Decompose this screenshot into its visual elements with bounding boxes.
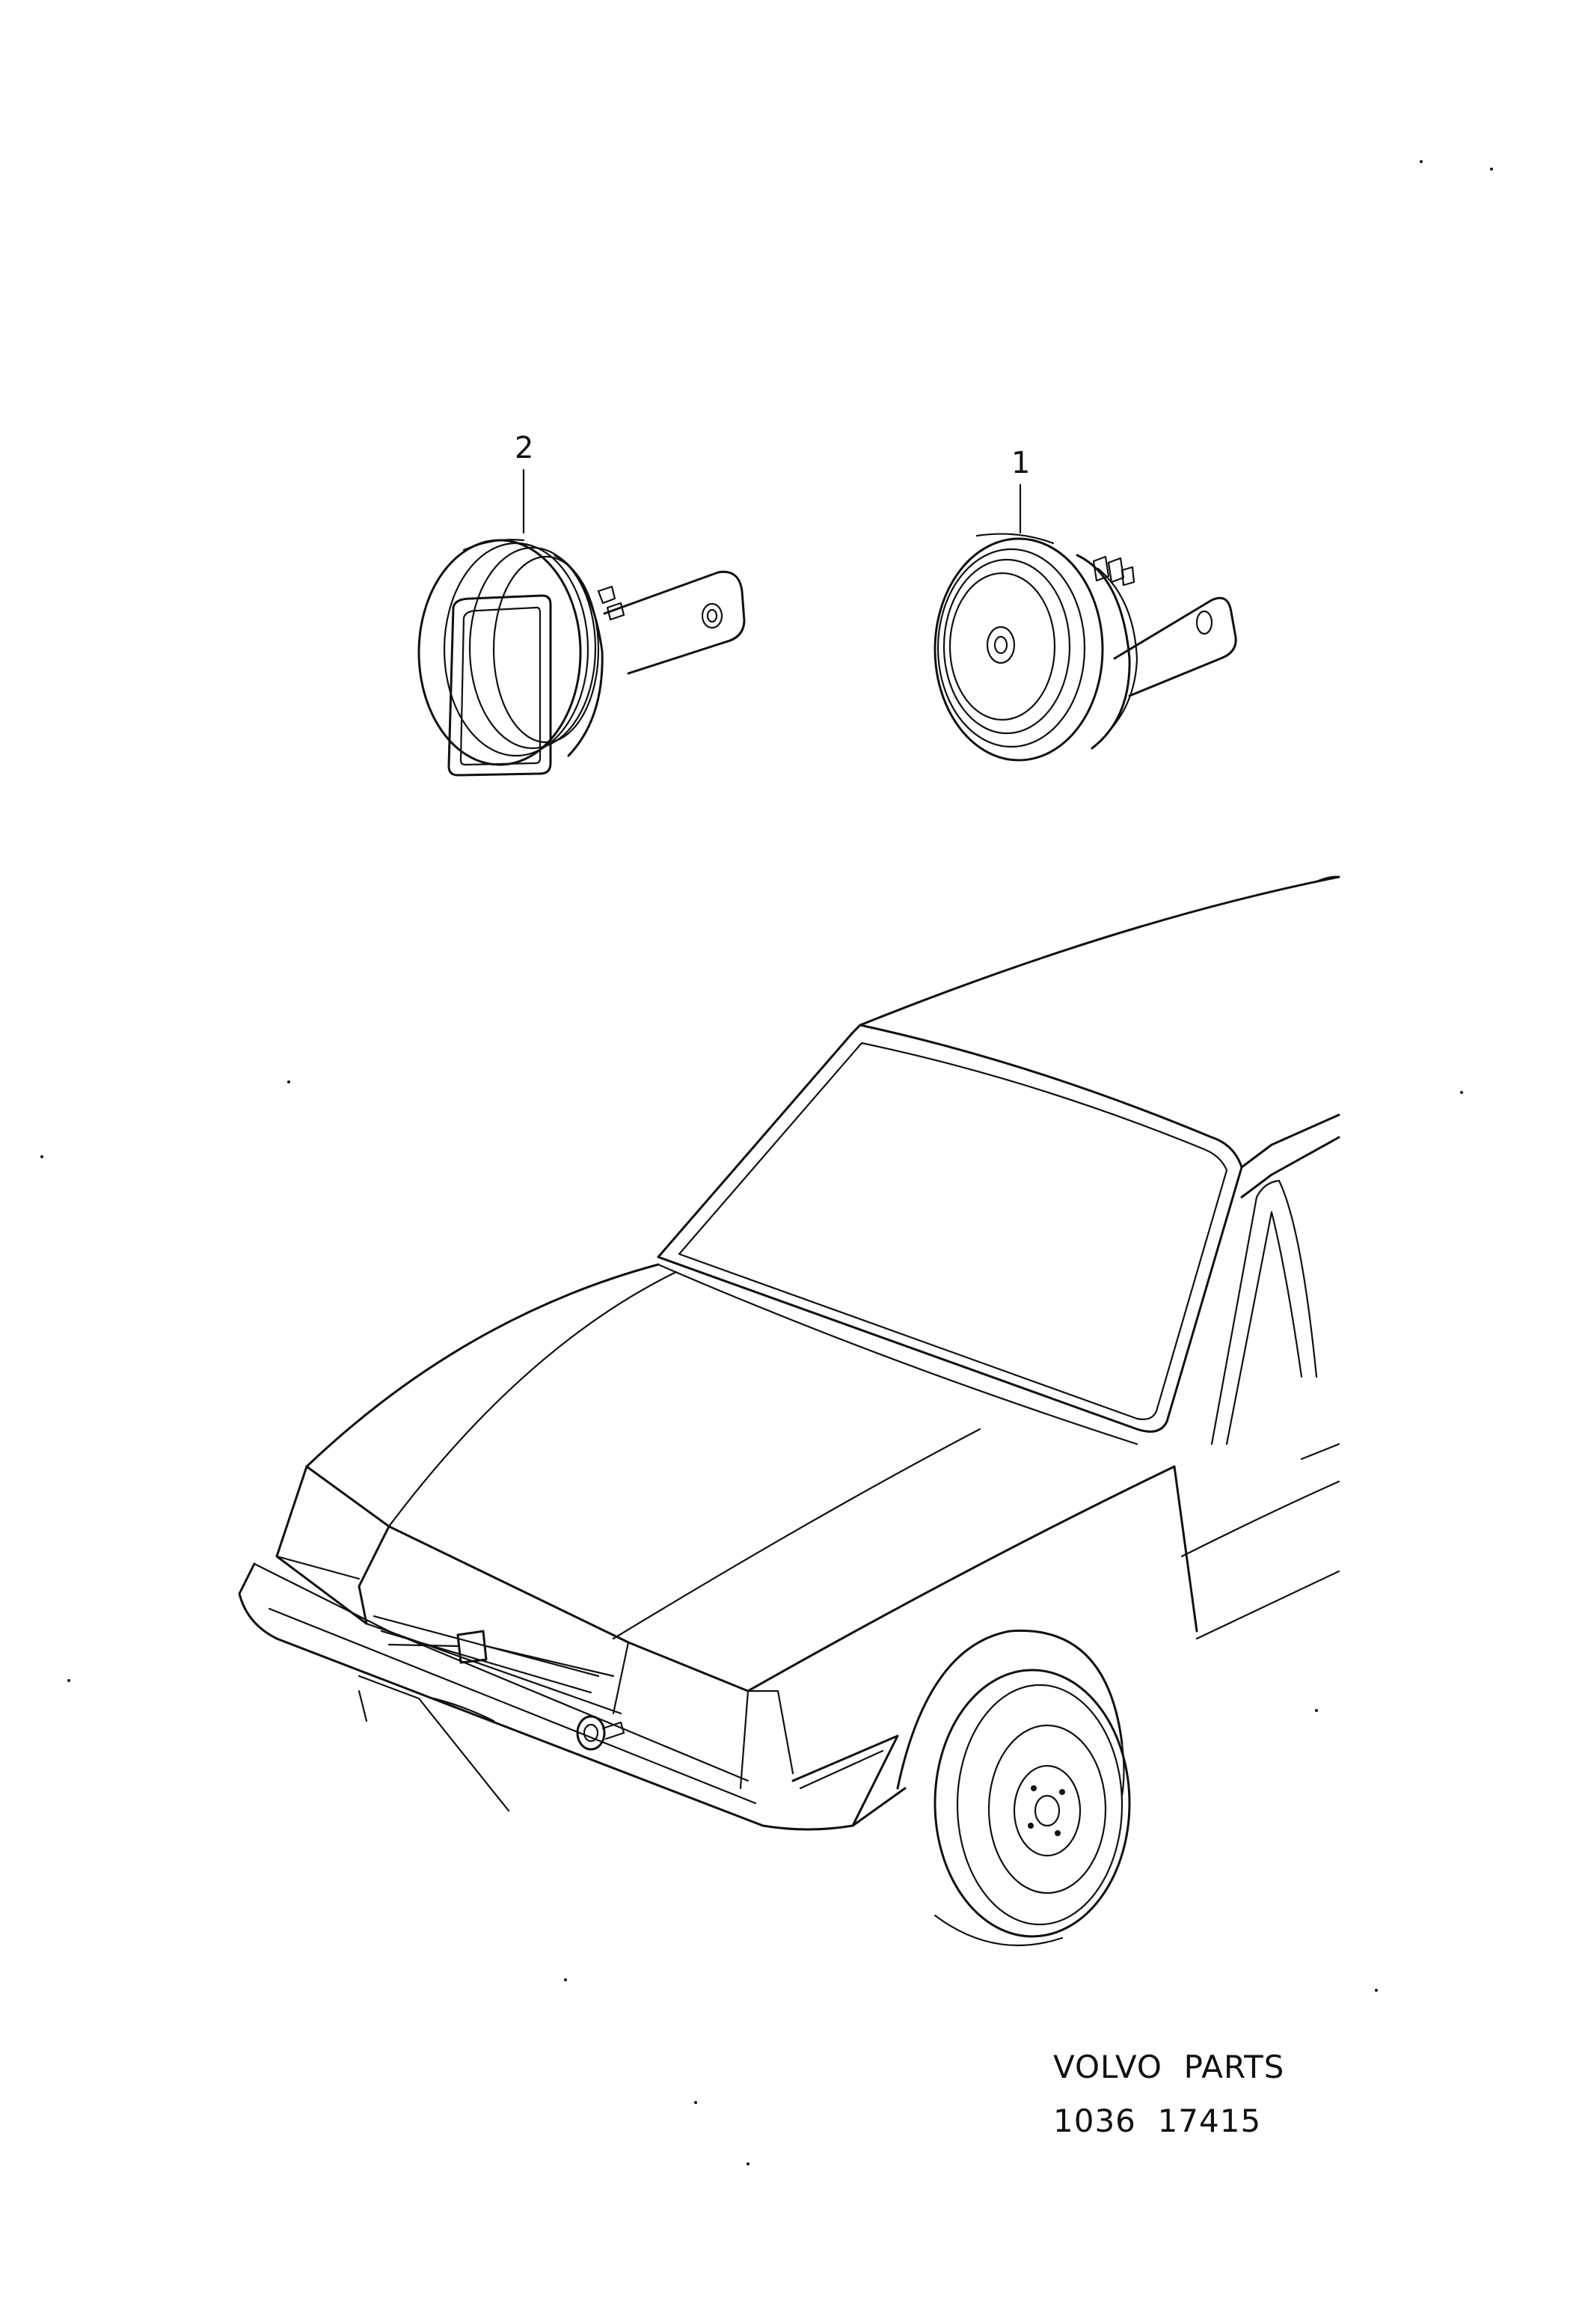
horn-fitted-location	[576, 1715, 606, 1751]
horn-2-illustration: 2	[417, 431, 746, 777]
callout-number-1: 1	[1011, 446, 1030, 480]
horn-1-illustration: 1	[934, 446, 1237, 762]
scan-speckles	[40, 160, 1493, 2165]
callout-number-2: 2	[515, 431, 533, 465]
footer-brand-label: VOLVO PARTS	[1053, 2049, 1285, 2085]
car-illustration	[238, 875, 1340, 1947]
footer-reference-number: 1036 17415	[1053, 2103, 1262, 2139]
